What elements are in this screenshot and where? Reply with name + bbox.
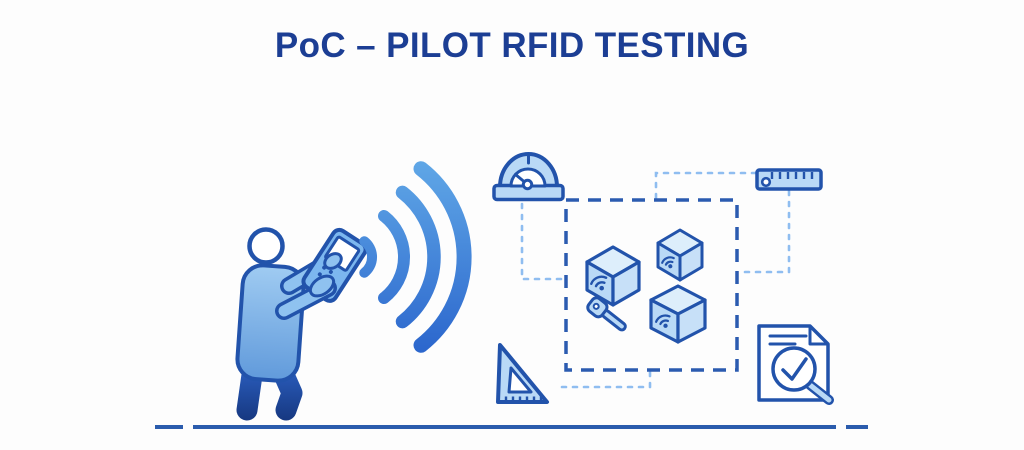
connector-box-to-setsquare	[558, 370, 652, 389]
rfid-tagged-box-3	[649, 284, 707, 344]
connector-lines	[520, 171, 791, 389]
connector-protractor-to-box	[520, 202, 567, 281]
rfid-tagged-box-1	[585, 245, 641, 307]
magnifier-lens	[771, 346, 817, 392]
magnifier-handle	[807, 382, 832, 403]
person-figure	[235, 227, 368, 421]
connector-box-to-ruler	[654, 171, 757, 200]
set-square-inner	[507, 366, 533, 394]
set-square-ticks	[504, 396, 543, 401]
rfid-tagged-boxes	[585, 228, 707, 344]
ruler-hole	[760, 176, 772, 188]
report-page-fold	[808, 326, 828, 346]
protractor-gauge	[509, 167, 547, 188]
signal-wave-2	[378, 210, 411, 304]
rfid-tagged-box-2	[656, 228, 704, 282]
magnifier-icon	[771, 346, 834, 405]
test-zone-dashed-box	[564, 198, 739, 372]
protractor-pivot	[521, 178, 534, 191]
protractor-icon	[492, 152, 565, 202]
page-title: PoC – PILOT RFID TESTING	[274, 26, 750, 65]
rfid-tag-icon	[586, 296, 627, 332]
rfid-chip-icon	[661, 256, 675, 269]
rfid-chip-icon	[590, 275, 608, 291]
person-hand-upper	[323, 252, 343, 270]
person-hand-lower	[308, 274, 336, 298]
ruler-ticks	[770, 172, 814, 179]
ruler-icon	[755, 168, 823, 191]
report-text-lines	[768, 334, 808, 346]
set-square-icon	[496, 343, 549, 404]
signal-wave-3	[395, 185, 441, 329]
inspection-report-icon	[757, 324, 834, 405]
connector-ruler-to-box	[737, 189, 791, 274]
rfid-signal-waves	[359, 161, 472, 353]
checkmark-icon	[781, 357, 808, 381]
person-head	[247, 227, 285, 265]
rfid-chip-icon	[655, 314, 671, 328]
signal-wave-4	[413, 161, 472, 353]
signal-wave-1	[359, 236, 378, 278]
